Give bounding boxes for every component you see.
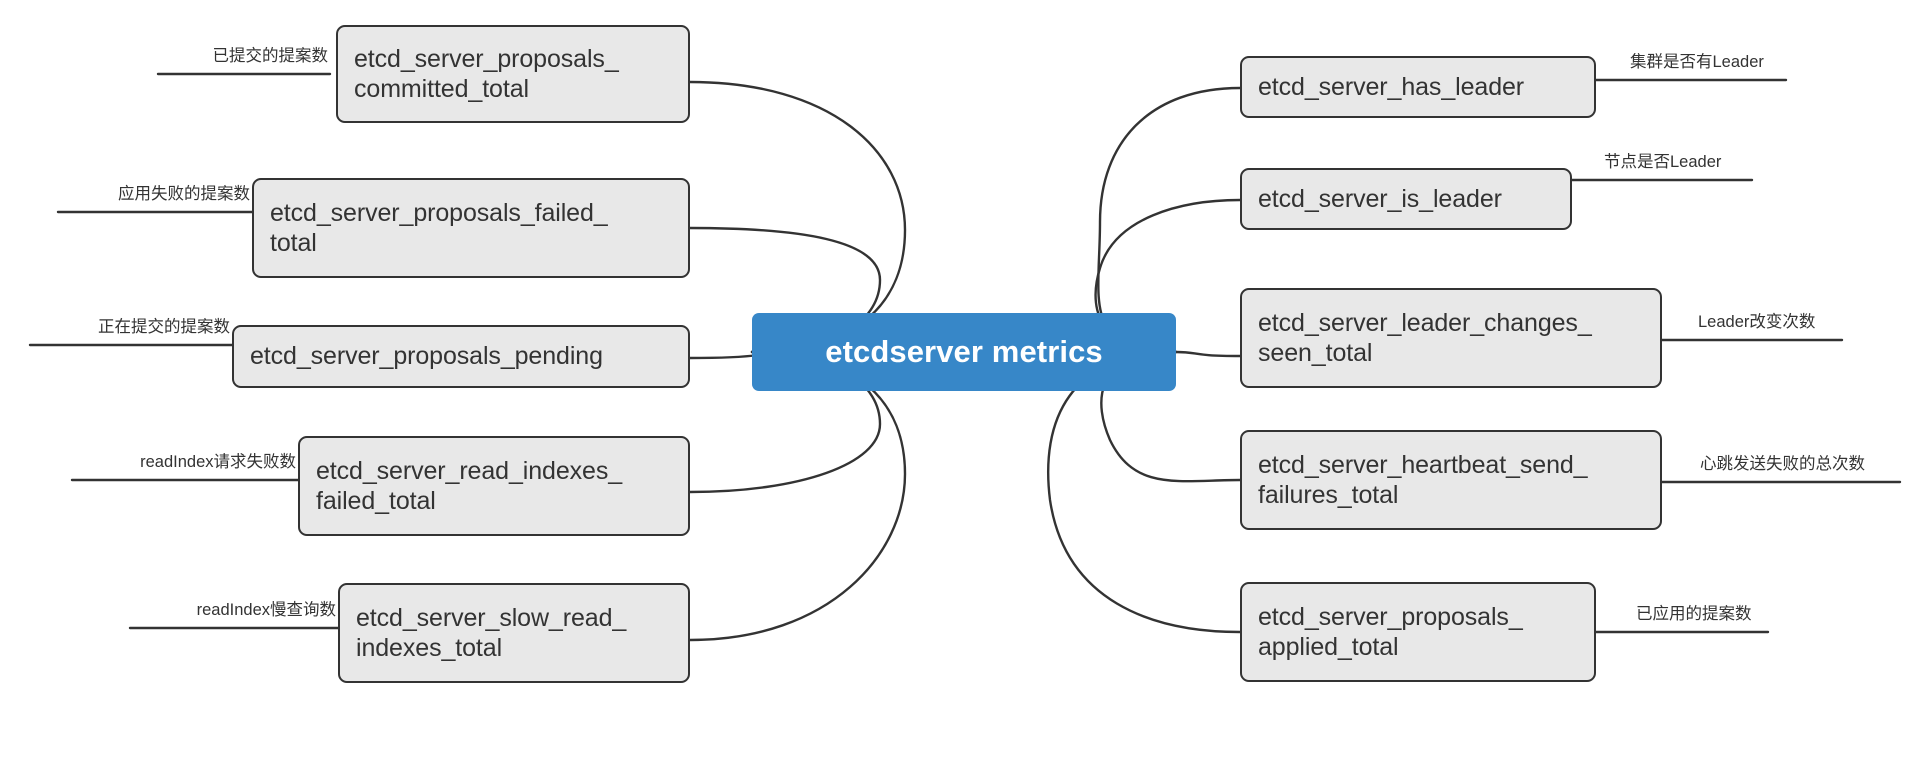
annotation-proposals-committed: 已提交的提案数: [212, 47, 329, 65]
annotation-proposals-pending: 正在提交的提案数: [98, 318, 230, 336]
annotation-heartbeat-send-failures: 心跳发送失败的总次数: [1700, 455, 1865, 473]
node-etcd-server-proposals-committed-total[interactable]: etcd_server_proposals_ committed_total: [336, 25, 690, 123]
node-etcd-server-read-indexes-failed-total[interactable]: etcd_server_read_indexes_ failed_total: [298, 436, 690, 536]
annotation-has-leader: 集群是否有Leader: [1630, 53, 1764, 71]
annotation-proposals-failed: 应用失败的提案数: [118, 185, 250, 203]
annotation-slow-read-indexes: readIndex慢查询数: [196, 601, 336, 619]
node-etcd-server-heartbeat-send-failures-total[interactable]: etcd_server_heartbeat_send_ failures_tot…: [1240, 430, 1662, 530]
edge-right-3: [1174, 350, 1242, 358]
node-etcd-server-slow-read-indexes-total[interactable]: etcd_server_slow_read_ indexes_total: [338, 583, 690, 683]
edge-left-1: [688, 80, 907, 354]
edge-left-5: [688, 350, 907, 642]
annotation-proposals-applied: 已应用的提案数: [1636, 605, 1752, 623]
root-node[interactable]: etcdserver metrics: [752, 313, 1176, 391]
edge-right-5: [1046, 350, 1242, 634]
node-etcd-server-proposals-applied-total[interactable]: etcd_server_proposals_ applied_total: [1240, 582, 1596, 682]
node-etcd-server-proposals-failed-total[interactable]: etcd_server_proposals_failed_ total: [252, 178, 690, 278]
node-etcd-server-is-leader[interactable]: etcd_server_is_leader: [1240, 168, 1572, 230]
annotation-read-indexes-failed: readIndex请求失败数: [140, 453, 296, 471]
annotation-is-leader: 节点是否Leader: [1604, 153, 1722, 171]
annotation-leader-changes: Leader改变次数: [1698, 313, 1816, 331]
node-etcd-server-proposals-pending[interactable]: etcd_server_proposals_pending: [232, 325, 690, 388]
node-etcd-server-leader-changes-seen-total[interactable]: etcd_server_leader_changes_ seen_total: [1240, 288, 1662, 388]
node-etcd-server-has-leader[interactable]: etcd_server_has_leader: [1240, 56, 1596, 118]
